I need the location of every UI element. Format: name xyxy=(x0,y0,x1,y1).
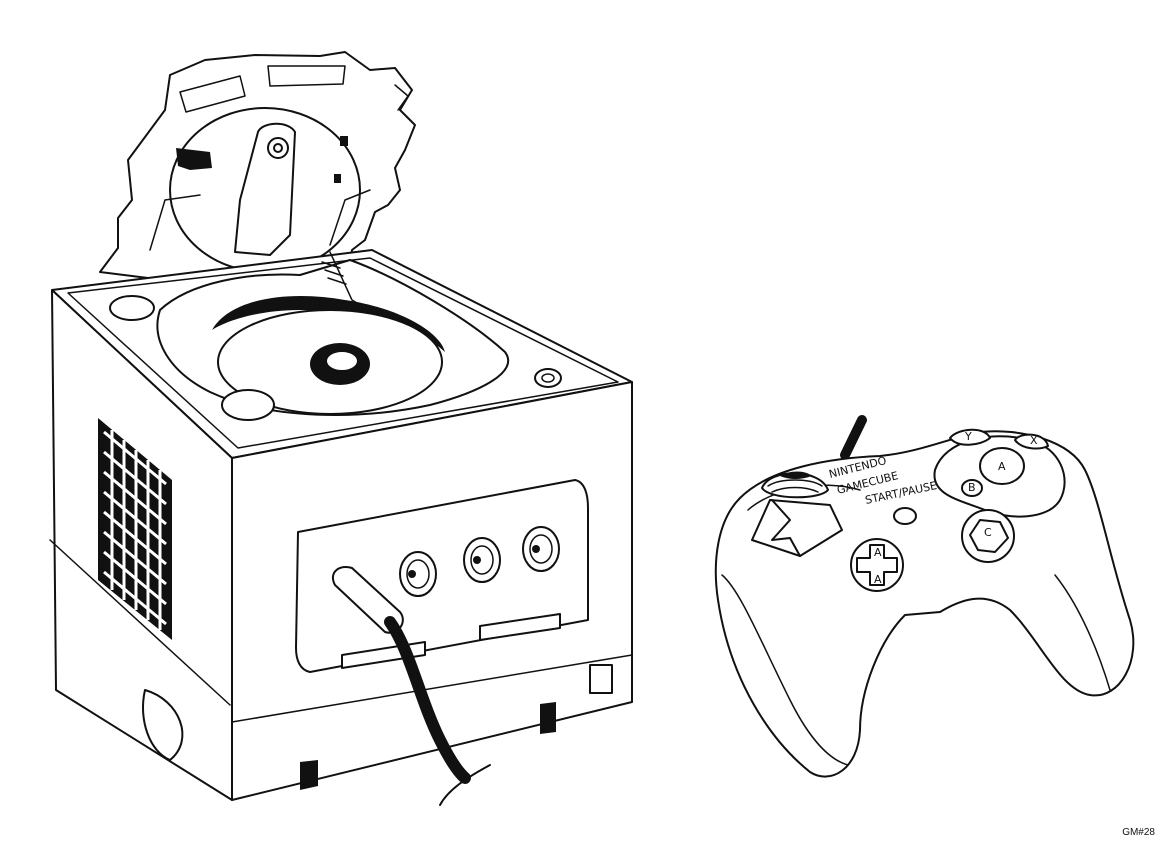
face-buttons: A B Y X xyxy=(933,428,1066,518)
power-button xyxy=(109,295,155,321)
svg-text:B: B xyxy=(968,481,976,494)
svg-text:A: A xyxy=(998,460,1006,473)
disc-tray xyxy=(156,251,510,416)
memory-card-slot-b xyxy=(479,613,561,641)
c-stick: C xyxy=(961,509,1015,563)
svg-text:C: C xyxy=(984,526,992,539)
vent-grille xyxy=(98,418,172,640)
svg-text:Y: Y xyxy=(964,430,972,443)
d-pad: A A xyxy=(850,538,904,592)
console-lid xyxy=(99,51,416,279)
open-button xyxy=(534,368,562,388)
start-button xyxy=(893,507,917,525)
a-button xyxy=(979,447,1025,485)
gamecube-controller: A A START/PAUSE NINTENDO GAMECUBE A B Y … xyxy=(714,415,1135,778)
front-small-square xyxy=(589,664,613,694)
y-button xyxy=(949,428,991,446)
side-handle-curve xyxy=(141,689,184,761)
controller-cord xyxy=(840,415,867,460)
reset-button xyxy=(221,389,275,421)
console-foot-right xyxy=(540,702,556,734)
x-button xyxy=(1014,433,1049,450)
svg-text:A: A xyxy=(874,573,882,586)
b-button xyxy=(961,479,983,497)
console-foot-left xyxy=(300,760,318,790)
analog-stick xyxy=(751,471,843,557)
svg-text:X: X xyxy=(1030,434,1038,447)
gamecube-console xyxy=(49,51,633,806)
controller-port-1 xyxy=(399,551,437,597)
controller-port-2 xyxy=(463,537,501,583)
catalog-code: GM#28 xyxy=(1122,827,1155,838)
controller-plug-and-cord xyxy=(332,566,491,806)
svg-text:A: A xyxy=(874,546,882,559)
controller-port-3 xyxy=(522,526,560,572)
